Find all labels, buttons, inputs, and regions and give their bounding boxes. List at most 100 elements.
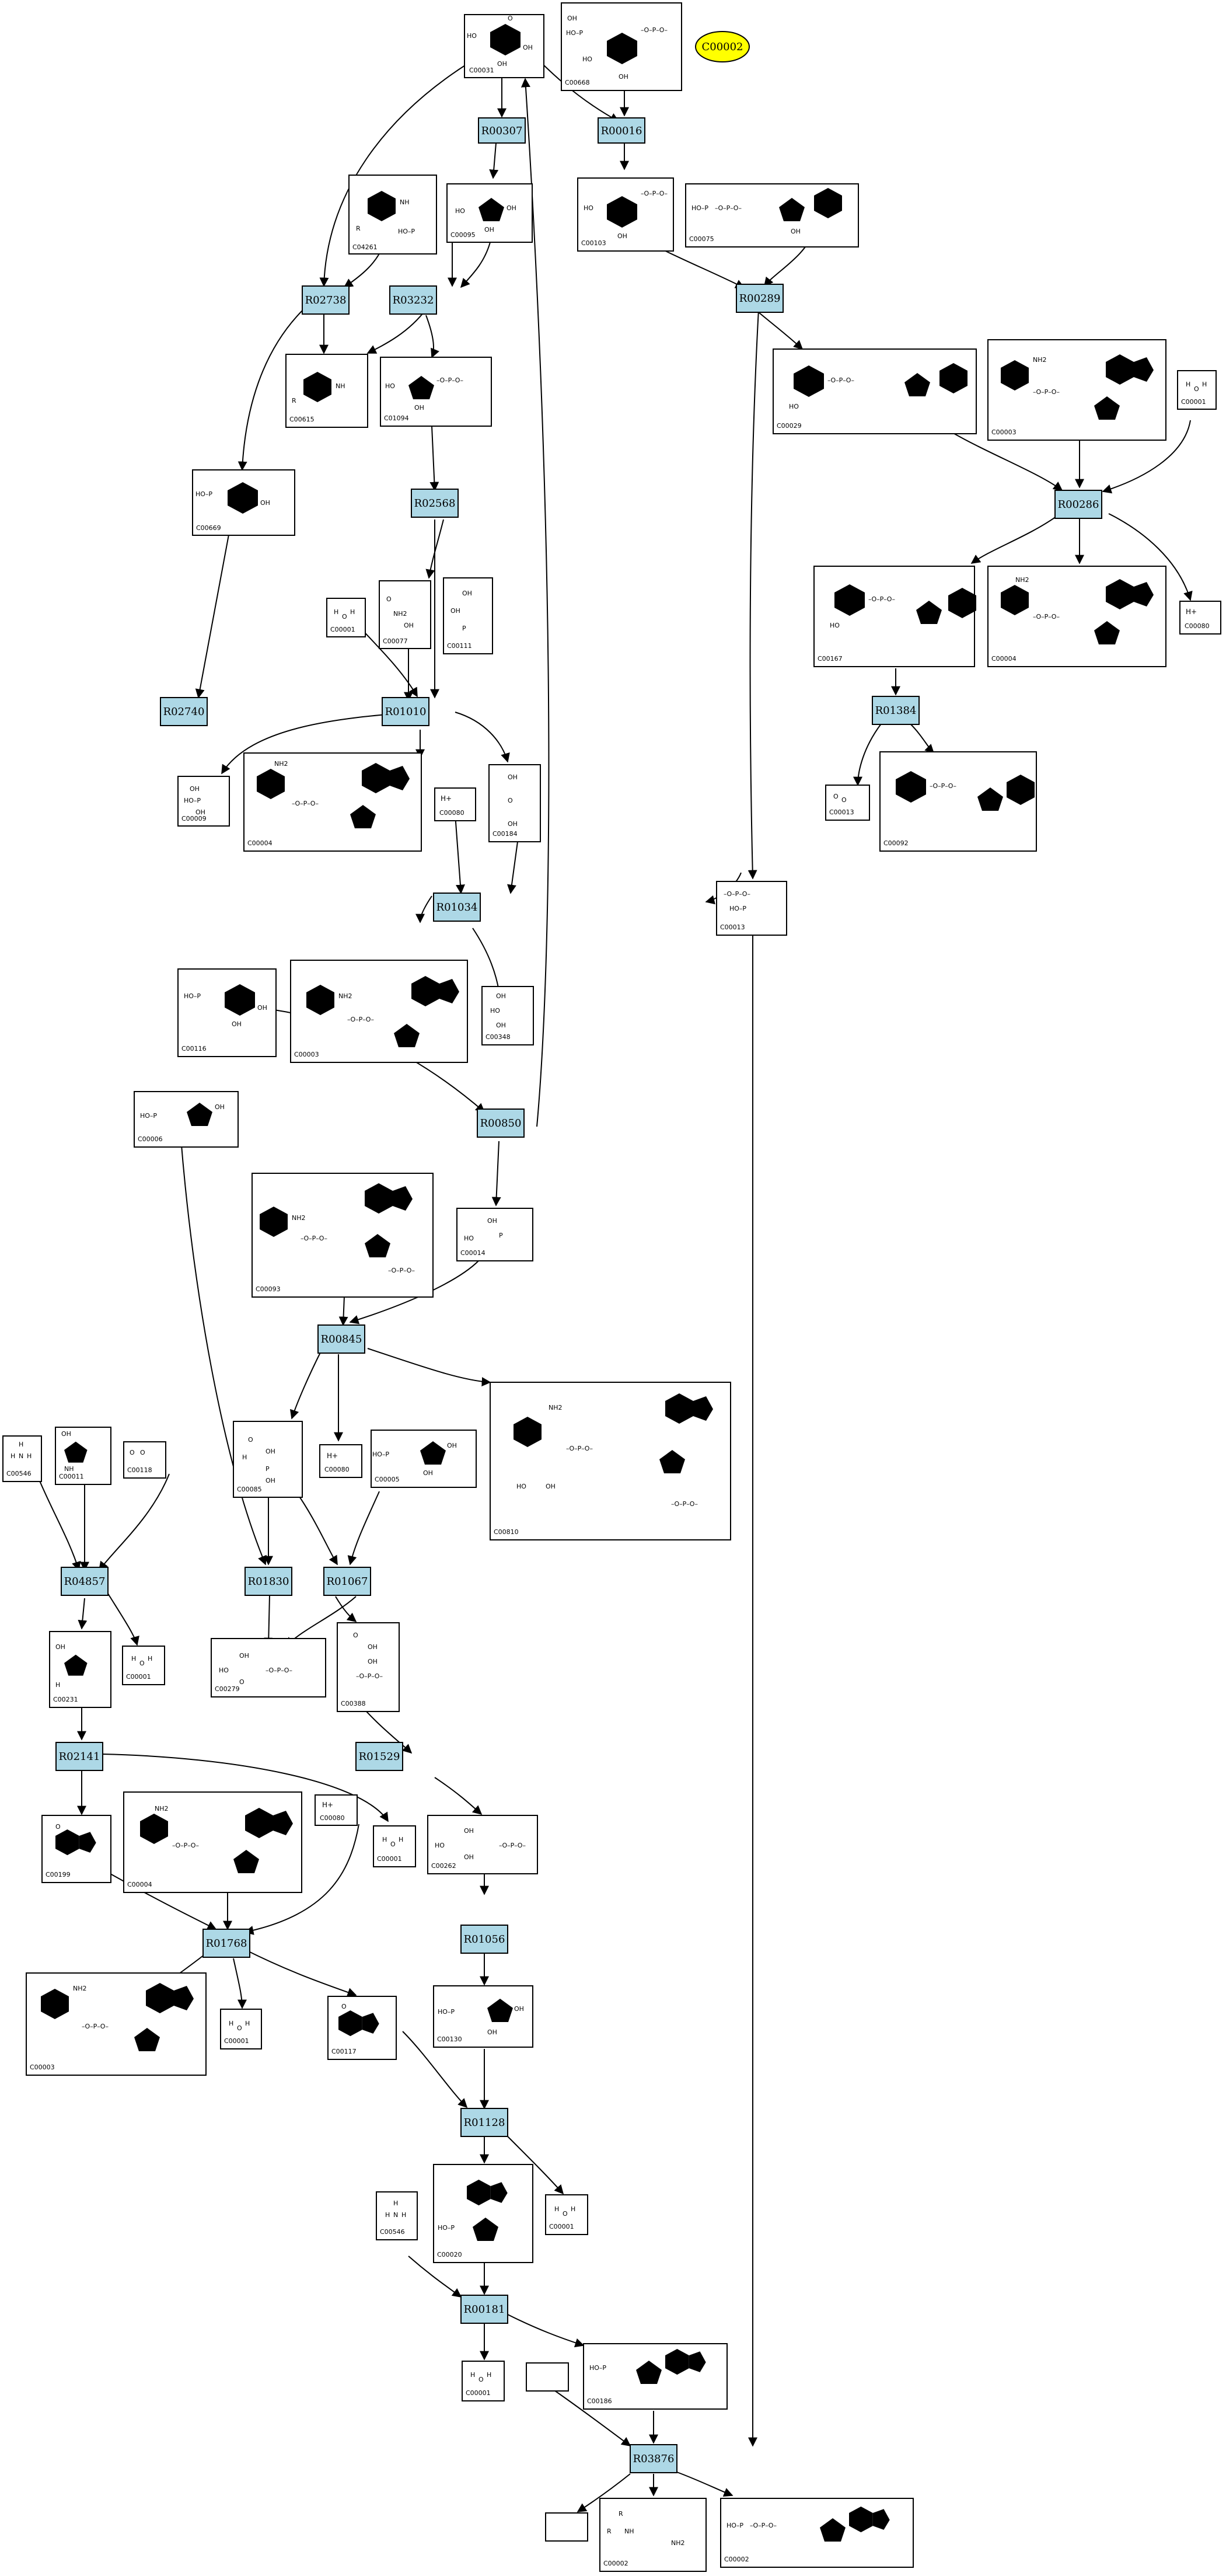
compound-empty[interactable] bbox=[526, 2362, 569, 2392]
reaction-R00181[interactable]: R00181 bbox=[460, 2295, 508, 2324]
compound-C00014[interactable]: H H N H C00546 bbox=[376, 2191, 418, 2240]
structure-sketch: HO–P OH OH bbox=[438, 1999, 524, 2036]
svg-text:C00348: C00348 bbox=[485, 1033, 511, 1041]
reaction-R03232[interactable]: R03232 bbox=[389, 285, 437, 315]
reaction-R01529[interactable]: R01529 bbox=[355, 1742, 403, 1771]
compound-C00118[interactable]: O OH H P OH C00085 bbox=[233, 1421, 303, 1498]
svg-text:HO: HO bbox=[582, 55, 592, 63]
svg-text:OH: OH bbox=[487, 1217, 497, 1225]
svg-text:OH: OH bbox=[484, 226, 494, 233]
compound-C00190[interactable]: –O–P–O– C00092 bbox=[879, 751, 1037, 852]
compound-C00668[interactable]: OH HO–P –O–P–O– HO OH C00668 bbox=[561, 2, 682, 91]
reaction-R01830[interactable]: R01830 bbox=[244, 1567, 292, 1596]
compound-C00130[interactable]: HO–P C00020 bbox=[433, 2164, 533, 2263]
compound-C00011[interactable]: O O C00118 bbox=[123, 1441, 166, 1479]
compound-C00348[interactable]: HO–P OH C00006 bbox=[134, 1091, 239, 1148]
compound-C00004[interactable]: NH2 –O–P–O– C00004 bbox=[987, 566, 1166, 667]
edge bbox=[491, 1141, 501, 1207]
reaction-R00286[interactable]: R00286 bbox=[1054, 490, 1102, 519]
compound-C00001[interactable]: H O H C00001 bbox=[462, 2361, 505, 2401]
compound-C00167[interactable]: –O–P–O– HO C00167 bbox=[813, 566, 976, 667]
compound-C00005[interactable]: NH2 –O–P–O– –O–P–O– HO OH C00810 bbox=[490, 1382, 731, 1540]
compound-C00004[interactable]: NH2 –O–P–O– C00004 bbox=[123, 1791, 302, 1893]
compound-C00029[interactable]: –O–P–O– HO C00029 bbox=[773, 348, 977, 434]
reaction-R02568[interactable]: R02568 bbox=[411, 489, 459, 518]
target-compound-node[interactable]: C00002 bbox=[695, 31, 750, 62]
compound-C00006[interactable]: NH2 –O–P–O– –O–P–O– C00093 bbox=[252, 1173, 434, 1298]
compound-C00080[interactable]: H+ C00080 bbox=[319, 1444, 362, 1478]
compound-C00001[interactable]: H O H C00001 bbox=[326, 598, 366, 637]
compound-C00103[interactable]: HO –O–P–O– OH C00103 bbox=[577, 177, 674, 252]
edge bbox=[507, 2136, 564, 2195]
compound-C00001[interactable]: H O H C00001 bbox=[220, 2009, 262, 2049]
compound-C00009[interactable]: OH HO–P OH C00009 bbox=[177, 776, 230, 827]
reaction-R01067[interactable]: R01067 bbox=[323, 1567, 371, 1596]
compound-C00001[interactable]: H O H C00001 bbox=[1177, 370, 1217, 410]
compound-C00186[interactable]: R R NH NH2 C00002 bbox=[599, 2498, 707, 2572]
reaction-R00016[interactable]: R00016 bbox=[598, 117, 645, 144]
reaction-R01034[interactable]: R01034 bbox=[433, 893, 481, 922]
compound-C00077[interactable]: O NH2 OH C00077 bbox=[379, 580, 431, 649]
compound-C00262[interactable]: O C00117 bbox=[327, 1996, 397, 2060]
structure-sketch: OH HO–P OH bbox=[184, 785, 205, 816]
reaction-R03876[interactable]: R03876 bbox=[630, 2444, 677, 2473]
compound-C00093[interactable]: OH HO P C00014 bbox=[456, 1208, 533, 1261]
reaction-R01056[interactable]: R01056 bbox=[460, 1925, 508, 1954]
compound-C00116[interactable]: OH HO OH C00348 bbox=[481, 986, 534, 1045]
svg-text:R01010: R01010 bbox=[385, 706, 427, 718]
compound-C00001[interactable]: H O H C00001 bbox=[373, 1825, 416, 1867]
compound-C00003[interactable]: NH2 –O–P–O– C00003 bbox=[290, 960, 468, 1063]
compound-C00546[interactable]: OH NH C00011 bbox=[55, 1427, 111, 1485]
compound-C00669[interactable]: HO–P OH C00669 bbox=[192, 469, 295, 536]
compound-C00004[interactable]: NH2 –O–P–O– C00004 bbox=[243, 752, 422, 852]
compound-C00111[interactable]: OH OH P C00111 bbox=[443, 577, 493, 654]
compound-C00184[interactable]: OH O OH C00184 bbox=[488, 764, 541, 842]
compound-C04261[interactable]: R HO–P NH C04261 bbox=[348, 175, 437, 255]
reaction-R01384[interactable]: R01384 bbox=[872, 696, 920, 725]
svg-text:NH: NH bbox=[400, 198, 410, 206]
compound-C00231[interactable]: OH HO –O–P–O– O C00279 bbox=[211, 1638, 326, 1697]
compound-C00080[interactable]: H+ C00080 bbox=[434, 787, 476, 821]
svg-text:C00005: C00005 bbox=[375, 1476, 400, 1483]
compound-C00117[interactable]: HO–P OH OH C00130 bbox=[433, 1985, 533, 2048]
compound-C00615[interactable]: R NH C00615 bbox=[285, 354, 368, 428]
reaction-R02740[interactable]: R02740 bbox=[160, 697, 208, 726]
edge bbox=[460, 242, 491, 288]
compound-C00092[interactable]: HO–P OH OH C00116 bbox=[177, 968, 277, 1057]
compound-C00810[interactable]: OH H C00231 bbox=[49, 1631, 111, 1708]
compound-C00085[interactable]: HO–P OH OH C00005 bbox=[371, 1430, 477, 1488]
compound-C00199[interactable]: OH HO –O–P–O– OH C00262 bbox=[427, 1815, 538, 1874]
compound-C00013[interactable]: O O C00013 bbox=[825, 785, 870, 821]
compound-C00031[interactable]: HO OH OH O C00031 bbox=[464, 14, 544, 78]
compound-C00279[interactable]: O OH OH –O–P–O– C00388 bbox=[337, 1622, 400, 1712]
reaction-R02738[interactable]: R02738 bbox=[302, 285, 350, 315]
reaction-R00307[interactable]: R00307 bbox=[478, 117, 526, 144]
compound-C00014[interactable]: H H N H C00546 bbox=[2, 1435, 42, 1482]
compound-C00001[interactable]: H O H C00001 bbox=[545, 2194, 588, 2235]
compound-C00075[interactable]: HO–P –O–P–O– OH C00075 bbox=[685, 183, 859, 248]
reaction-R00845[interactable]: R00845 bbox=[317, 1324, 365, 1354]
reaction-R00289[interactable]: R00289 bbox=[736, 284, 784, 313]
compound-C00020[interactable]: HO–P C00186 bbox=[583, 2343, 728, 2410]
reaction-R01010[interactable]: R01010 bbox=[382, 697, 429, 726]
compound-C00388[interactable]: O C00199 bbox=[41, 1815, 111, 1883]
compound-C00095[interactable]: HO OH OH C00095 bbox=[446, 183, 533, 243]
compound-C00080[interactable]: H+ C00080 bbox=[1179, 601, 1221, 635]
compound-C00003[interactable]: NH2 –O–P–O– C00003 bbox=[987, 339, 1166, 441]
svg-text:–O–P–O–: –O–P–O– bbox=[641, 190, 668, 197]
reaction-R02141[interactable]: R02141 bbox=[55, 1742, 103, 1771]
reaction-R01768[interactable]: R01768 bbox=[202, 1929, 250, 1958]
compound-empty[interactable] bbox=[545, 2512, 588, 2542]
compound-C00003[interactable]: NH2 –O–P–O– C00003 bbox=[26, 1972, 207, 2076]
compound-C00002[interactable]: HO–P –O–P–O– C00002 bbox=[720, 2498, 914, 2568]
compound-C00080[interactable]: H+ C00080 bbox=[315, 1794, 358, 1826]
compound-C00001[interactable]: H O H C00001 bbox=[122, 1646, 165, 1685]
svg-text:OH: OH bbox=[190, 785, 200, 793]
reaction-R04857[interactable]: R04857 bbox=[61, 1567, 109, 1596]
reaction-R00850[interactable]: R00850 bbox=[477, 1109, 525, 1138]
edge bbox=[78, 1598, 88, 1630]
compound-C00013[interactable]: –O–P–O– HO–P C00013 bbox=[716, 881, 787, 936]
compound-C01094[interactable]: HO –O–P–O– OH C01094 bbox=[380, 357, 492, 427]
svg-text:H: H bbox=[401, 2211, 406, 2219]
reaction-R01128[interactable]: R01128 bbox=[460, 2108, 508, 2137]
